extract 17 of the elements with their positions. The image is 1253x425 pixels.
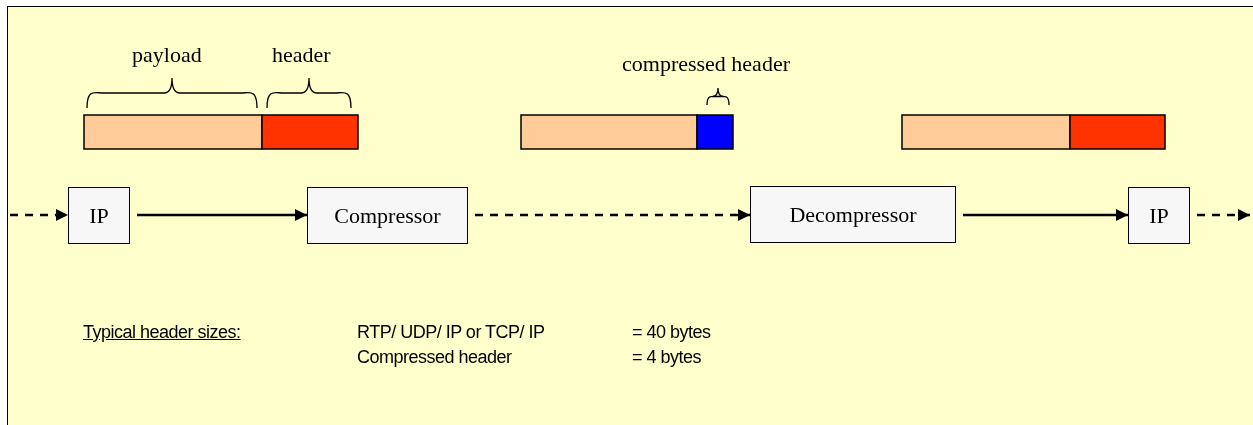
process-box: Compressor — [307, 187, 468, 244]
arrow — [137, 208, 307, 222]
arrow — [475, 208, 750, 222]
legend-heading: Typical header sizes: — [83, 323, 241, 341]
note-text: = 40 bytes — [632, 323, 711, 341]
process-box: Decompressor — [750, 186, 956, 243]
process-box: IP — [68, 187, 130, 244]
bracket-label: compressed header — [622, 53, 790, 75]
bracket-label: payload — [132, 44, 202, 66]
arrow — [10, 208, 68, 222]
bracket-label: header — [272, 44, 331, 66]
note-text: = 4 bytes — [632, 348, 702, 366]
arrow — [1197, 208, 1250, 222]
process-box: IP — [1128, 187, 1190, 244]
arrow — [963, 208, 1128, 222]
note-text: RTP/ UDP/ IP or TCP/ IP — [357, 323, 545, 341]
note-text: Compressed header — [357, 348, 512, 366]
